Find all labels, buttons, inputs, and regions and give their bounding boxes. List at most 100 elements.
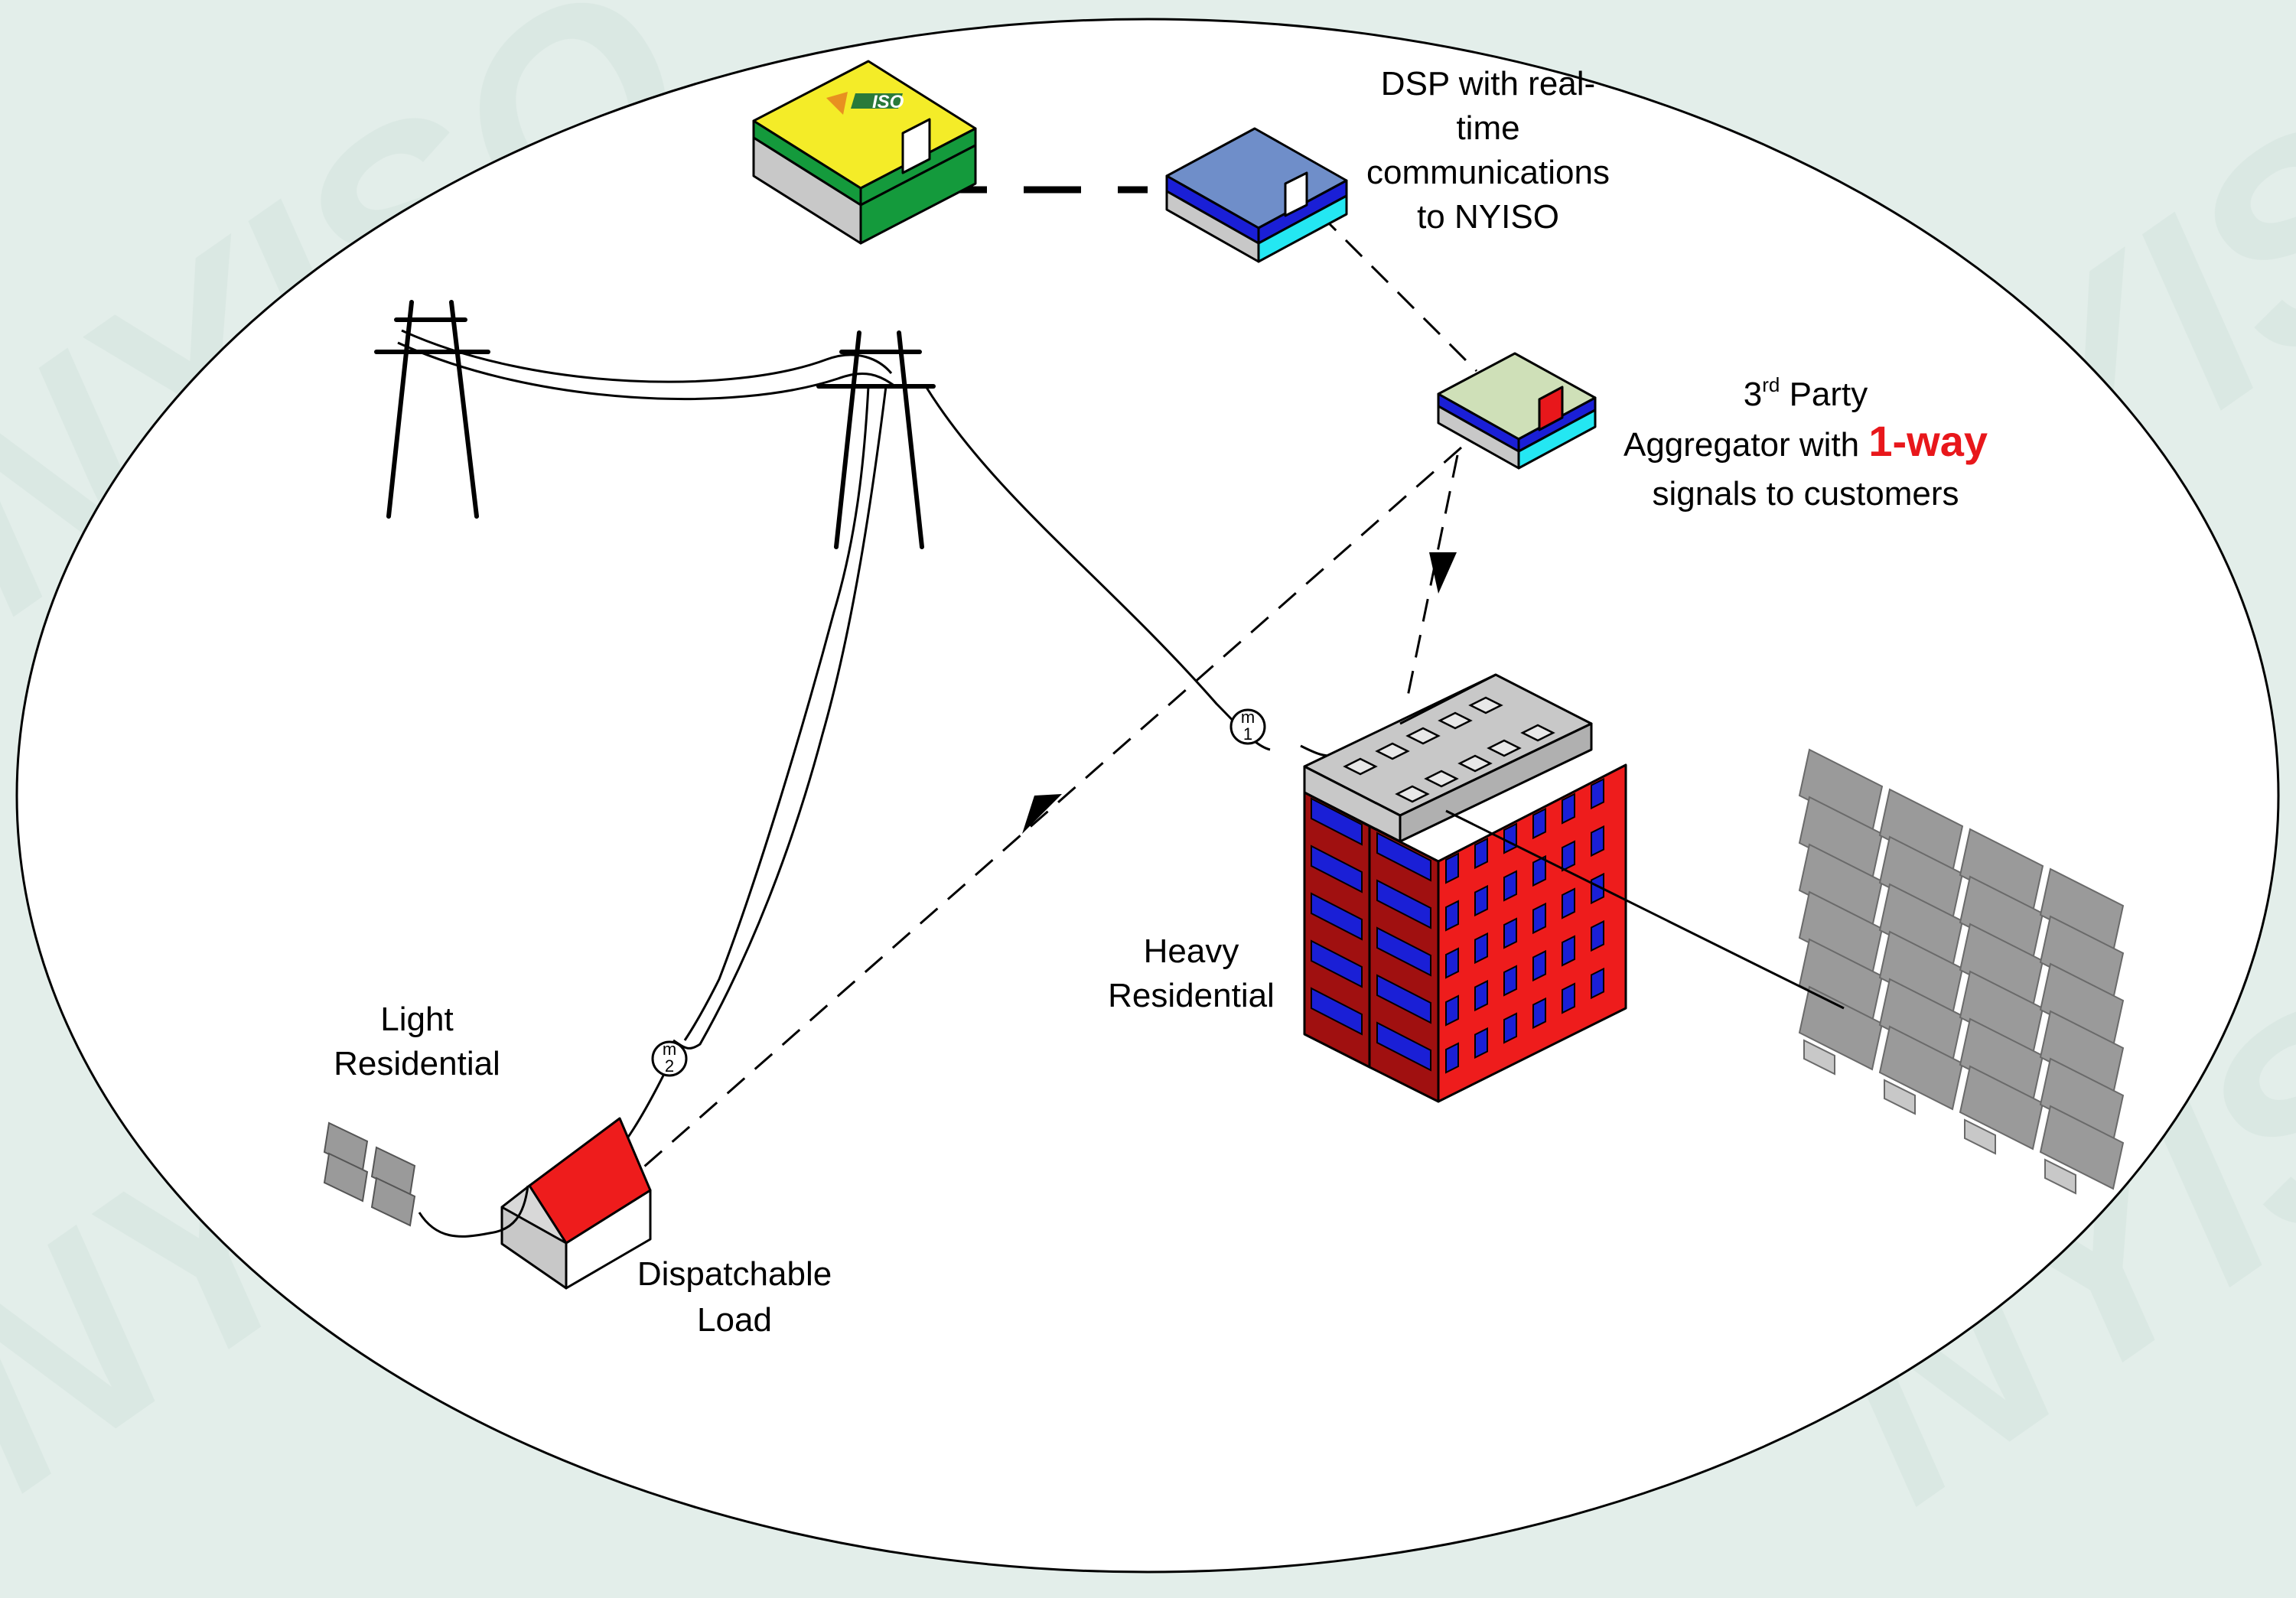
solar-panels-small-icon — [323, 1121, 416, 1227]
roof-unit — [1424, 770, 1459, 788]
aggregator-heavy-arrow — [1429, 552, 1457, 594]
heavy-window-left — [1311, 892, 1363, 941]
roof-unit — [1343, 757, 1378, 776]
meter-m1-bottom: 1 — [1243, 724, 1252, 744]
dsp-label-line-3: communications — [1366, 154, 1610, 191]
solar-panel — [1959, 1065, 2044, 1150]
heavy-window-left — [1311, 939, 1363, 988]
dsp-label: DSP with real- time communications to NY… — [1366, 65, 1610, 236]
meter-m2-top: m — [663, 1040, 676, 1059]
solar-panel — [1798, 985, 1884, 1071]
solar-array-large-cable — [1445, 809, 1845, 1010]
heavy-window-front — [1445, 947, 1459, 979]
heavy-residential-roof-units — [1343, 696, 1555, 803]
heavy-window-front — [1591, 872, 1604, 905]
aggregator-heavy-signal — [1405, 454, 1459, 705]
heavy-window-front — [1474, 1027, 1488, 1059]
heavy-window-front — [1445, 994, 1459, 1027]
solar-stand — [1964, 1118, 1996, 1155]
roof-unit — [1487, 739, 1522, 757]
heavy-window-left — [1311, 797, 1363, 846]
heavy-window-front — [1591, 777, 1604, 810]
solar-panel — [1878, 1025, 1964, 1111]
aggregator-party: Party — [1780, 376, 1868, 413]
solar-stand — [1803, 1039, 1835, 1076]
light-residential-line-2: Residential — [334, 1045, 500, 1082]
heavy-window-front — [1532, 902, 1546, 935]
heavy-window-front — [1562, 982, 1575, 1014]
heavy-window-mid — [1376, 974, 1431, 1024]
transmission-tower-left — [374, 300, 490, 519]
transmission-tower-right — [816, 330, 936, 549]
heavy-window-front — [1445, 900, 1459, 932]
heavy-window-front — [1503, 870, 1517, 902]
heavy-residential-windows — [1311, 777, 1604, 1074]
aggregator-label-line-2: Aggregator with 1-way — [1623, 417, 1988, 465]
dispatchable-load-label: Dispatchable Load — [637, 1255, 832, 1339]
dsp-label-line-1: DSP with real- — [1381, 65, 1595, 103]
heavy-window-front — [1532, 949, 1546, 982]
aggregator-ordinal: 3 — [1744, 376, 1762, 413]
aggregator-light-arrow — [1022, 794, 1062, 834]
heavy-window-front — [1562, 887, 1575, 919]
meter-m2: m 2 — [651, 1040, 688, 1077]
dsp-label-line-4: to NYISO — [1417, 198, 1559, 236]
roof-unit — [1405, 727, 1441, 745]
dsp-aggregator-link — [1318, 213, 1478, 373]
heavy-residential-label: Heavy Residential — [1108, 932, 1275, 1014]
roof-unit — [1468, 696, 1503, 714]
heavy-window-front — [1562, 792, 1575, 825]
heavy-window-left — [1311, 845, 1363, 893]
roof-unit — [1375, 742, 1410, 760]
dispatchable-load-line-2: Load — [697, 1301, 772, 1339]
solar-stand — [1884, 1079, 1916, 1115]
heavy-residential-line-2: Residential — [1108, 977, 1275, 1014]
nyiso-building-icon: ISO — [752, 60, 977, 245]
small-solar-panel — [370, 1177, 416, 1227]
heavy-residential-line-1: Heavy — [1144, 932, 1239, 970]
iso-logo-text: ISO — [872, 92, 904, 112]
solar-stand — [2044, 1158, 2076, 1195]
heavy-window-front — [1474, 932, 1488, 965]
meter-m2-bottom: 2 — [665, 1056, 674, 1076]
heavy-window-front — [1562, 840, 1575, 872]
heavy-window-mid — [1376, 832, 1431, 882]
heavy-window-front — [1591, 967, 1604, 1000]
dsp-label-line-2: time — [1456, 109, 1519, 147]
heavy-window-front — [1474, 979, 1488, 1012]
meter-m1: m 1 — [1229, 708, 1266, 745]
heavy-window-front — [1562, 935, 1575, 967]
small-solar-panel — [323, 1152, 369, 1203]
heavy-window-front — [1532, 807, 1546, 840]
roof-unit — [1438, 711, 1473, 730]
aggregator-label: 3rd Party Aggregator with 1-way signals … — [1623, 373, 1988, 513]
aggregator-building-icon — [1437, 352, 1597, 470]
heavy-window-front — [1503, 822, 1517, 854]
heavy-window-mid — [1376, 879, 1431, 929]
heavy-window-front — [1591, 825, 1604, 858]
solar-small-cable — [418, 1185, 529, 1238]
solar-panel — [2039, 1105, 2125, 1190]
aggregator-label-line-1: 3rd Party — [1744, 373, 1868, 413]
light-residential-house-icon — [500, 1117, 652, 1290]
roof-unit — [1395, 785, 1430, 803]
aggregator-ordinal-suffix: rd — [1762, 373, 1780, 396]
heavy-window-mid — [1376, 1021, 1431, 1072]
heavy-window-front — [1445, 852, 1459, 884]
heavy-window-front — [1474, 837, 1488, 870]
heavy-window-left — [1311, 987, 1363, 1036]
heavy-window-front — [1532, 854, 1546, 887]
heavy-window-front — [1503, 1012, 1517, 1044]
roof-unit — [1520, 724, 1555, 742]
heavy-window-front — [1591, 919, 1604, 952]
dsp-building-icon — [1165, 127, 1348, 263]
aggregator-light-signal — [630, 446, 1462, 1180]
aggregator-label-line-3: signals to customers — [1652, 475, 1959, 513]
light-residential-line-1: Light — [380, 1001, 453, 1038]
heavy-window-front — [1445, 1042, 1459, 1074]
aggregator-highlight: 1-way — [1868, 417, 1988, 465]
roof-unit — [1457, 754, 1493, 773]
meter-m1-top: m — [1241, 708, 1255, 727]
heavy-window-front — [1474, 884, 1488, 917]
